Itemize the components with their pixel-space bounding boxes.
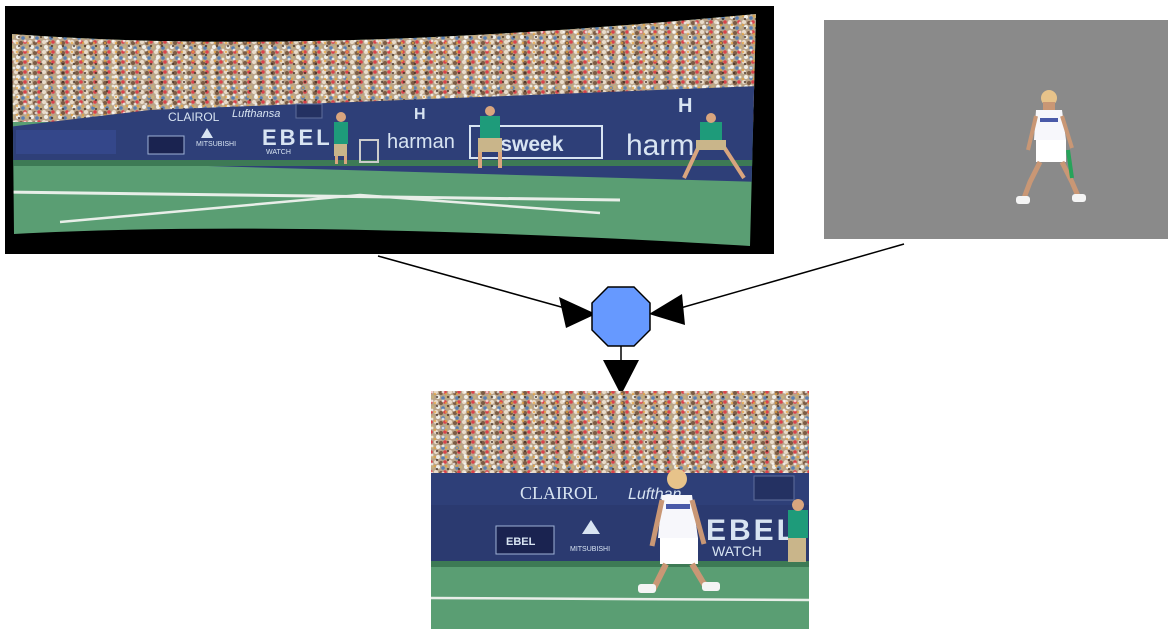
mosaic-sponsor-2: EBEL (262, 125, 333, 150)
mosaic-sponsor-6: H (414, 106, 426, 123)
composite-sponsor-0: CLAIROL (520, 483, 598, 503)
line-judge-figure (682, 113, 746, 180)
composite-sponsor-2: EBEL (506, 536, 536, 548)
foreground-gray-background (824, 20, 1168, 239)
arrowhead-down-icon (603, 360, 639, 395)
background-mosaic-panel: CLAIROL Lufthansa EBEL harman wsweek har… (5, 6, 774, 254)
mosaic-sponsor-0: CLAIROL (168, 110, 220, 124)
arrowhead-right-icon (649, 294, 685, 325)
mosaic-sponsor-5: harm (626, 129, 694, 162)
mosaic-sponsor-8: MITSUBISHI (196, 141, 236, 148)
mitsubishi-logo-icon (201, 128, 213, 138)
ball-person-figure (334, 112, 348, 164)
flow-connectors (377, 243, 905, 395)
player-foreground-panel (824, 20, 1168, 239)
composite-sponsor-4: WATCH (712, 543, 762, 559)
connector-line-right (669, 243, 905, 312)
composite-frame-panel: CLAIROL Lufthan EBEL EBEL WATCH MITSUBIS… (431, 391, 809, 629)
composite-sponsor-5: MITSUBISHI (570, 546, 610, 553)
composite-mitsubishi-logo-icon (582, 520, 600, 534)
mosaic-sponsor-1: Lufthansa (232, 108, 280, 120)
blend-node-icon (591, 286, 651, 347)
mosaic-sponsor-3: harman (387, 131, 455, 153)
mosaic-sponsor-9: WATCH (266, 149, 291, 156)
connector-line-left (377, 255, 573, 311)
composite-sponsor-3: EBEL (706, 514, 798, 547)
mosaic-sponsor-4: wsweek (483, 133, 564, 156)
mosaic-sponsor-7: H (678, 95, 692, 117)
arrowhead-left-icon (559, 297, 596, 328)
ball-person-figure (478, 106, 502, 168)
composite-player-figure (638, 469, 720, 593)
composite-back-wall (431, 505, 809, 561)
composite-line-judge-figure (788, 499, 808, 562)
player-figure (1016, 90, 1086, 204)
